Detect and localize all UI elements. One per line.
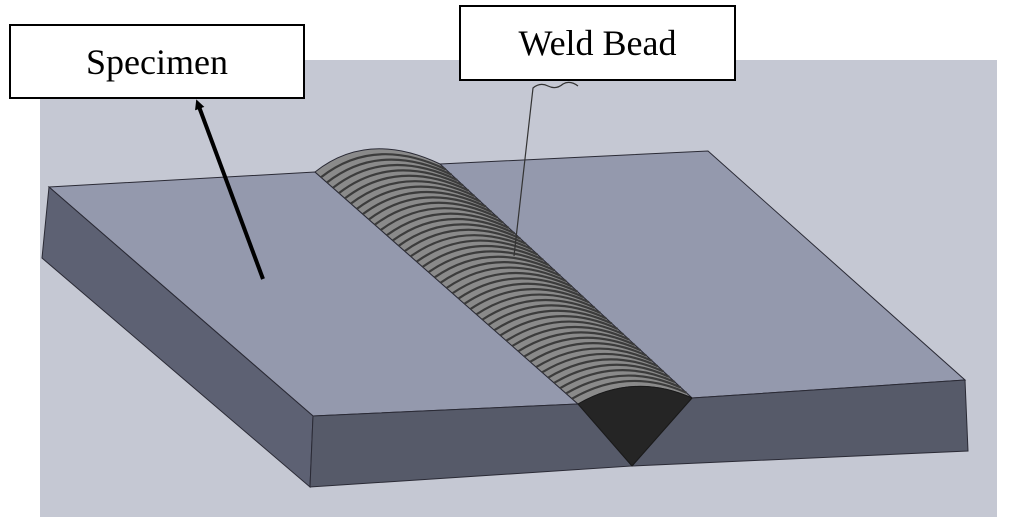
weld-ripple [386, 212, 510, 237]
weld-ripple [380, 207, 504, 231]
weld-ripple [326, 158, 452, 184]
weld-ripple [487, 304, 607, 326]
weld-ripple [368, 196, 493, 221]
weld-bead-label: Weld Bead [518, 23, 677, 63]
specimen-label: Specimen [86, 41, 228, 82]
weld-ripple [469, 288, 590, 311]
weld-ripple [374, 201, 498, 226]
weld-ripple [439, 261, 561, 284]
weld-ripple [475, 293, 596, 316]
weld-ripple [332, 163, 458, 189]
leader-line-icon [513, 81, 579, 257]
weld-ripple [421, 244, 544, 268]
weld-ripple [571, 379, 687, 400]
weld-ripple [463, 282, 584, 305]
weld-ripple [445, 266, 567, 289]
weld-ripple [499, 315, 619, 337]
weld-ripple [535, 347, 653, 369]
weld-ripple [547, 358, 664, 379]
weld-bead-cross-section [577, 385, 693, 467]
weld-ripple [320, 153, 447, 179]
weld-ripple [565, 374, 681, 395]
weld-ripple [457, 277, 578, 300]
weld-ripple [356, 185, 481, 210]
weld-ripple [392, 217, 515, 242]
weld-ripple [505, 320, 624, 342]
weld-ripple [451, 271, 573, 295]
weld-ripple [427, 250, 550, 274]
weld-ripple [529, 342, 647, 363]
weld-ripple [404, 228, 527, 252]
weld-ripple [523, 336, 641, 358]
weld-ripple [344, 174, 470, 200]
weld-ripple [517, 331, 636, 353]
weld-ripple [553, 363, 670, 384]
weld-ripple [433, 255, 556, 279]
weld-ripple [415, 239, 538, 263]
weld-ripple [410, 234, 533, 258]
weld-ripple [338, 169, 464, 194]
weld-ripple [541, 352, 659, 374]
weld-ripple [398, 223, 521, 247]
weld-bead [314, 148, 693, 405]
weld-ripple [493, 309, 613, 332]
weld-ripple [350, 180, 475, 205]
weld-ripple [511, 325, 630, 347]
weld-ripple [559, 369, 676, 390]
weld-ripple [362, 190, 487, 216]
weld-ripple [481, 298, 601, 321]
specimen-label-box: Specimen [9, 24, 305, 99]
arrow-up-left-icon [195, 99, 265, 280]
weld-bead-label-box: Weld Bead [459, 5, 736, 81]
